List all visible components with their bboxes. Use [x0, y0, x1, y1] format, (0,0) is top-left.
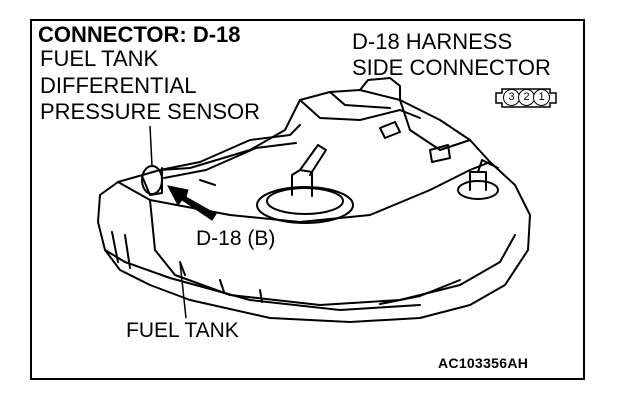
callout-arrow [167, 185, 217, 221]
harness-label-line1: D-18 HARNESS [352, 29, 513, 54]
connector-title: CONNECTOR: D-18 [38, 22, 241, 47]
harness-connector-icon: 3 2 1 [494, 87, 558, 109]
sensor-leader-line [149, 125, 153, 167]
tank-outline [97, 89, 531, 323]
harness-label-line2: SIDE CONNECTOR [352, 55, 551, 80]
tank-leader-line [179, 261, 187, 319]
callout-label: D-18 (B) [196, 227, 276, 250]
figure-code: AC103356AH [438, 355, 529, 371]
sensor-label-line3: PRESSURE SENSOR [40, 99, 261, 124]
sensor-label-line1: FUEL TANK [40, 46, 159, 71]
connector-pin: 1 [533, 89, 550, 106]
fuel-tank-label: FUEL TANK [126, 319, 239, 342]
sensor-label-line2: DIFFERENTIAL [40, 73, 197, 98]
